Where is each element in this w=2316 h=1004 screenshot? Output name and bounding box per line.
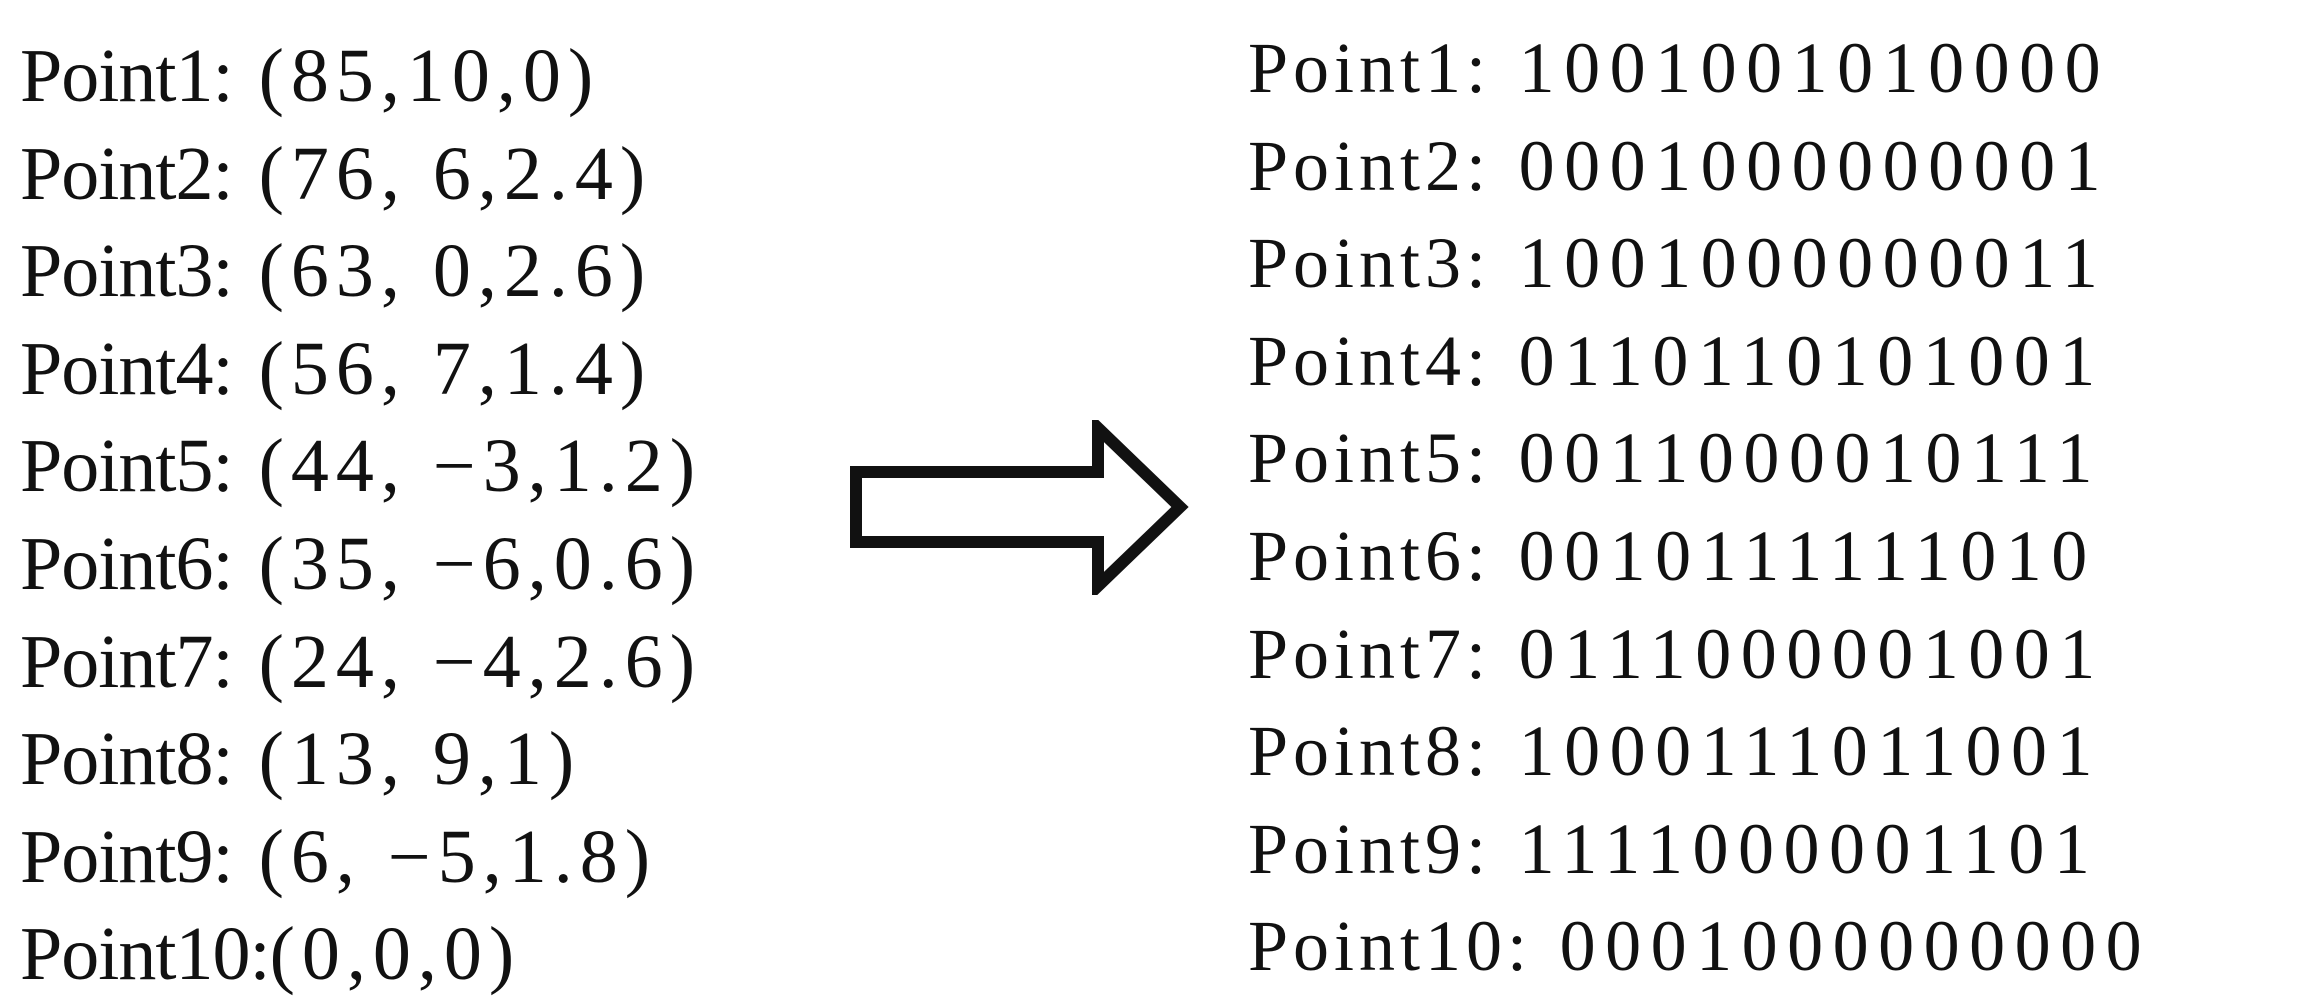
point-coordinates: (56, 7,1.4) — [232, 326, 653, 411]
point-coordinates: (76, 6,2.4) — [232, 131, 653, 216]
coordinate-list: Point1: (85,10,0) Point2: (76, 6,2.4) Po… — [20, 28, 702, 1004]
point-label: Point5: — [20, 424, 234, 509]
point-coordinates: (85,10,0) — [232, 34, 601, 118]
point-label: Point2: — [1248, 125, 1492, 206]
point-label: Point6: — [1248, 515, 1492, 596]
binary-code: 1000111011001 — [1491, 711, 2103, 792]
code-row-10: Point10: 0001000000000 — [1248, 898, 2151, 996]
code-row-3: Point3: 1001000000011 — [1248, 215, 2151, 313]
code-row-5: Point5: 0011000010111 — [1248, 410, 2151, 508]
point-label: Point8: — [20, 717, 234, 802]
binary-code: 0011000010111 — [1491, 418, 2103, 499]
coordinate-row-3: Point3: (63, 0,2.6) — [20, 223, 702, 321]
right-arrow-icon — [850, 420, 1189, 595]
arrow-shape — [850, 420, 1189, 595]
point-label: Point3: — [1248, 223, 1492, 304]
coordinate-row-5: Point5: (44, −3,1.2) — [20, 418, 702, 516]
point-label: Point2: — [20, 131, 234, 216]
point-label: Point7: — [1248, 613, 1492, 694]
point-label: Point10: — [1248, 906, 1533, 987]
point-label: Point10: — [20, 912, 271, 997]
point-coordinates: (35, −6,0.6) — [232, 521, 703, 606]
binary-code: 0001000000001 — [1491, 125, 2111, 206]
point-label: Point7: — [20, 619, 234, 704]
point-label: Point9: — [1248, 808, 1492, 889]
point-coordinates: (63, 0,2.6) — [232, 229, 653, 314]
binary-code: 0111000001001 — [1491, 613, 2105, 694]
binary-code: 1001000000011 — [1491, 223, 2108, 304]
point-label: Point6: — [20, 521, 234, 606]
point-coordinates: (0,0,0) — [269, 912, 522, 997]
coordinate-row-1: Point1: (85,10,0) — [20, 28, 702, 126]
binary-code: 1111000001101 — [1491, 808, 2100, 889]
coordinate-row-9: Point9: (6, −5,1.8) — [20, 809, 702, 907]
coordinate-row-8: Point8: (13, 9,1) — [20, 711, 702, 809]
coordinate-row-2: Point2: (76, 6,2.4) — [20, 126, 702, 224]
binary-code: 0001000000000 — [1532, 906, 2152, 987]
code-row-6: Point6: 0010111111010 — [1248, 508, 2151, 606]
point-coordinates: (24, −4,2.6) — [232, 619, 703, 704]
coordinate-row-4: Point4: (56, 7,1.4) — [20, 321, 702, 419]
coordinate-row-10: Point10:(0,0,0) — [20, 906, 702, 1004]
code-row-1: Point1: 1001001010000 — [1248, 20, 2151, 118]
code-row-9: Point9: 1111000001101 — [1248, 801, 2151, 899]
code-list: Point1: 1001001010000 Point2: 0001000000… — [1248, 20, 2151, 996]
point-label: Point5: — [1248, 418, 1492, 499]
point-label: Point9: — [20, 814, 234, 899]
point-coordinates: (44, −3,1.2) — [232, 424, 703, 509]
point-label: Point4: — [1248, 320, 1492, 401]
point-label: Point8: — [1248, 711, 1492, 792]
point-label: Point4: — [20, 326, 234, 411]
point-coordinates: (6, −5,1.8) — [232, 814, 658, 899]
binary-code: 0110110101001 — [1491, 320, 2105, 401]
coordinate-row-6: Point6: (35, −6,0.6) — [20, 516, 702, 614]
point-label: Point3: — [20, 229, 234, 314]
coordinate-row-7: Point7: (24, −4,2.6) — [20, 614, 702, 712]
point-coordinates: (13, 9,1) — [232, 717, 582, 802]
point-label: Point1: — [1248, 28, 1492, 108]
point-label: Point1: — [20, 34, 234, 118]
code-row-2: Point2: 0001000000001 — [1248, 118, 2151, 216]
code-row-7: Point7: 0111000001001 — [1248, 606, 2151, 704]
binary-code: 1001001010000 — [1491, 28, 2111, 108]
code-row-8: Point8: 1000111011001 — [1248, 703, 2151, 801]
code-row-4: Point4: 0110110101001 — [1248, 313, 2151, 411]
binary-code: 0010111111010 — [1491, 515, 2097, 596]
